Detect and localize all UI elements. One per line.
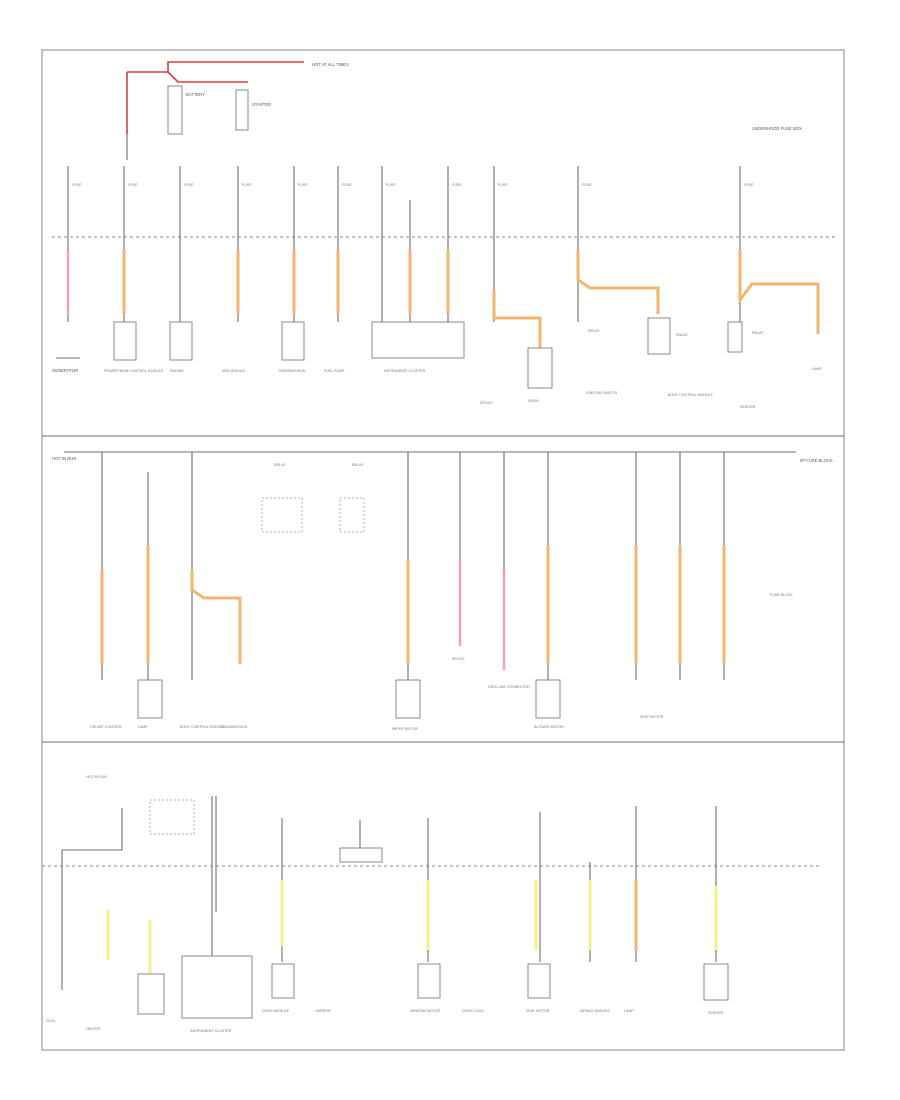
component-label-3: ENGINE bbox=[170, 369, 184, 373]
battery-cable-red-2 bbox=[167, 71, 248, 83]
fuse-label-5: FUSE bbox=[298, 183, 308, 187]
fuse-label-7: FUSE bbox=[386, 183, 396, 187]
component-label-10: HORN bbox=[528, 399, 539, 403]
mid-label-4: TRANSMISSION bbox=[220, 725, 248, 729]
mid-label-8: DATA LINK CONNECTOR bbox=[488, 685, 530, 689]
starter-box bbox=[235, 89, 249, 131]
battery-area: BATTERY STARTER HOT AT ALL TIMES bbox=[126, 61, 349, 160]
starter-label: STARTER bbox=[252, 102, 271, 107]
bottom-label-3: INSTRUMENT CLUSTER bbox=[190, 1029, 232, 1033]
fuse-label-1: FUSE bbox=[72, 183, 82, 187]
component-box-3 bbox=[169, 321, 193, 361]
bottom-component-box-3 bbox=[181, 955, 253, 1019]
fuse-label-6: FUSE bbox=[342, 183, 352, 187]
fuse-label-11: FUSE bbox=[744, 183, 754, 187]
relay-dashed-box-2 bbox=[339, 497, 365, 533]
hot-at-all-times-label: HOT AT ALL TIMES bbox=[312, 62, 349, 67]
bottom-feed-left bbox=[61, 808, 123, 990]
bottom-component-box-8 bbox=[703, 963, 729, 1001]
mid-label-9: BLOWER MOTOR bbox=[534, 725, 564, 729]
fuse-label-3: FUSE bbox=[184, 183, 194, 187]
mid-label-right: FUSE BLOCK bbox=[770, 593, 793, 597]
top-components: GENERATOR POWERTRAIN CONTROL MODULE ENGI… bbox=[52, 317, 822, 409]
component-label-7: INSTRUMENT CLUSTER bbox=[384, 369, 426, 373]
component-label-11d: BODY CONTROL MODULE bbox=[668, 393, 714, 397]
middle-section: HOT IN RUN I/P FUSE BLOCK RELAY RELAY CR… bbox=[52, 451, 833, 731]
ip-fuse-block-label: I/P FUSE BLOCK bbox=[800, 458, 833, 463]
generator-label: GENERATOR bbox=[52, 368, 78, 373]
battery-cable-red-top bbox=[127, 61, 304, 73]
mid-component-box-6 bbox=[395, 679, 421, 719]
component-label-6: FUEL PUMP bbox=[324, 369, 345, 373]
bottom-section: HOT IN RUN G100 HEATER INSTRUMENT CLUSTE… bbox=[42, 775, 820, 1033]
component-box-10 bbox=[527, 347, 553, 389]
component-label-12: RELAY bbox=[752, 331, 764, 335]
wire-orange-mid-3 bbox=[190, 570, 242, 664]
bottom-label-5: MIRROR bbox=[316, 1009, 331, 1013]
bottom-label-10: LAMP bbox=[624, 1009, 634, 1013]
component-box-11 bbox=[647, 317, 671, 355]
mid-component-box-9 bbox=[535, 679, 561, 719]
wire-orange-top-10 bbox=[492, 290, 542, 348]
mid-label-10: SEAT MOTOR bbox=[640, 715, 664, 719]
bottom-relay-dashed bbox=[149, 799, 195, 835]
mid-label-1: CRUISE CONTROL bbox=[90, 725, 122, 729]
underhood-fuse-box-label: UNDERHOOD FUSE BOX bbox=[752, 126, 802, 131]
mid-label-6: WIPER MOTOR bbox=[392, 727, 418, 731]
component-box-2 bbox=[113, 321, 137, 361]
component-box-5 bbox=[281, 321, 305, 361]
bottom-component-box-6 bbox=[527, 963, 551, 999]
battery-box bbox=[167, 85, 183, 135]
fuse-label-9: FUSE bbox=[498, 183, 508, 187]
battery-label: BATTERY bbox=[186, 92, 205, 97]
component-label-12c: LAMP bbox=[812, 367, 822, 371]
bottom-component-box-2 bbox=[137, 973, 165, 1015]
wire-orange-top-11 bbox=[576, 250, 660, 314]
mid-label-7: SPLICE bbox=[452, 657, 465, 661]
mid-label-2: LAMP bbox=[138, 725, 148, 729]
bottom-label-4: DOOR MODULE bbox=[262, 1009, 290, 1013]
component-box-7 bbox=[371, 321, 465, 359]
bottom-label-top-left: HOT IN RUN bbox=[86, 775, 107, 779]
relay-dashed-box-1 bbox=[261, 497, 303, 533]
wire-orange-top-12 bbox=[738, 250, 820, 334]
bottom-label-1: G100 bbox=[46, 1019, 55, 1023]
relay-label-mid-2: RELAY bbox=[352, 463, 364, 467]
component-label-11c: IGNITION SWITCH bbox=[586, 391, 618, 395]
bottom-relay-box bbox=[339, 847, 383, 863]
bottom-label-8: SEAT MOTOR bbox=[526, 1009, 550, 1013]
component-box-12 bbox=[727, 321, 743, 353]
component-label-11: RELAY bbox=[588, 329, 600, 333]
bottom-label-7: DOOR LOCK bbox=[462, 1009, 484, 1013]
top-colored-wires bbox=[66, 250, 820, 348]
component-label-11b: RADIO bbox=[676, 333, 688, 337]
bottom-label-6: WINDOW MOTOR bbox=[410, 1009, 440, 1013]
bottom-label-11: SENSOR bbox=[708, 1011, 724, 1015]
fuse-label-10: FUSE bbox=[582, 183, 592, 187]
bottom-label-9: AIRBAG MODULE bbox=[580, 1009, 611, 1013]
fuse-label-8: FUSE bbox=[452, 183, 462, 187]
relay-label-mid-1: RELAY bbox=[274, 463, 286, 467]
diagram-frame bbox=[41, 49, 845, 1051]
mid-label-3: BODY CONTROL MODULE bbox=[180, 725, 226, 729]
splice-label-top: SPLICE bbox=[480, 401, 493, 405]
component-label-12b: SENSOR bbox=[740, 405, 756, 409]
mid-component-box-2 bbox=[137, 679, 163, 719]
component-label-2: POWERTRAIN CONTROL MODULE bbox=[104, 369, 164, 373]
fuse-label-4: FUSE bbox=[242, 183, 252, 187]
bottom-component-box-5 bbox=[417, 963, 441, 999]
component-label-5: TRANSMISSION bbox=[278, 369, 306, 373]
hot-in-run-label: HOT IN RUN bbox=[52, 456, 76, 461]
bottom-label-2: HEATER bbox=[86, 1027, 101, 1031]
bottom-component-box-4 bbox=[271, 963, 295, 999]
fuse-label-2: FUSE bbox=[128, 183, 138, 187]
component-label-4: ABS MODULE bbox=[222, 369, 246, 373]
